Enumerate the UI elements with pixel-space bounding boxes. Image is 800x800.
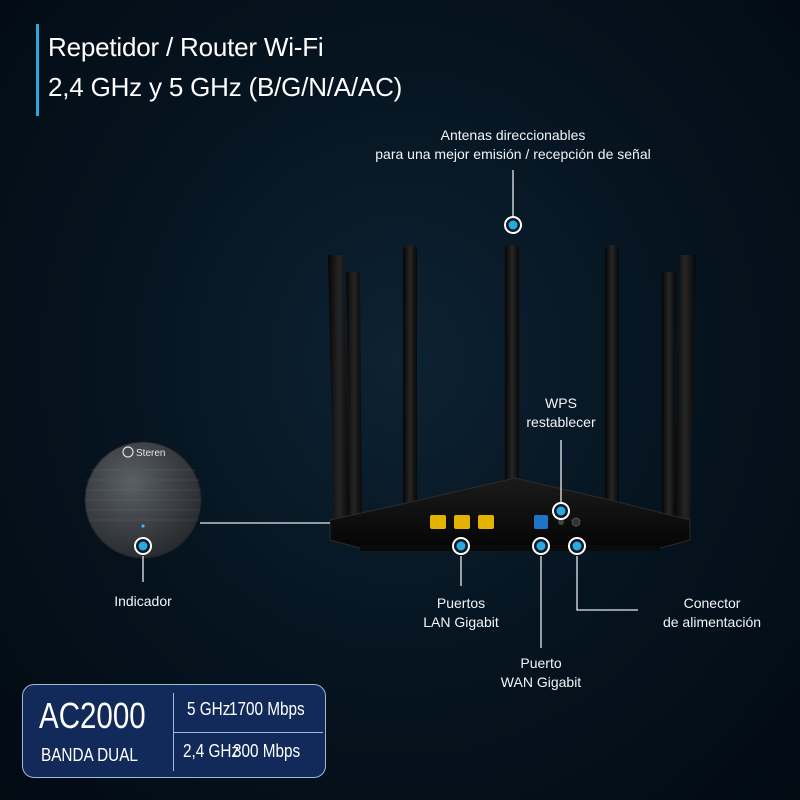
marker-indicator (134, 537, 152, 555)
power-jack (571, 517, 581, 527)
led-indicator (141, 524, 145, 528)
title-line-1: Repetidor / Router Wi-Fi (48, 32, 324, 62)
callout-wan-line2: WAN Gigabit (500, 674, 582, 690)
callout-lines (142, 170, 638, 648)
callout-antennas-line1: Antenas direccionables (440, 127, 586, 143)
antenna-right-inner (662, 272, 676, 530)
callout-antennas-line2: para una mejor emisión / recepción de se… (375, 146, 651, 162)
callout-power-line1: Conector (683, 595, 741, 611)
antenna-1 (403, 245, 417, 535)
wps-button (558, 519, 564, 525)
callout-wps-line1: WPS (545, 395, 577, 411)
antennas (328, 245, 696, 545)
title-line-2: 2,4 GHz y 5 GHz (B/G/N/A/AC) (48, 72, 403, 102)
steren-logo-icon (122, 446, 134, 458)
marker-power (568, 537, 586, 555)
lan-ports (430, 515, 494, 529)
antenna-3 (605, 245, 619, 535)
marker-wan (532, 537, 550, 555)
lan-port-1 (430, 515, 446, 529)
band-24ghz-speed: 300 Mbps (233, 741, 301, 761)
dual-band-label: BANDA DUAL (41, 745, 138, 765)
callout-power: Conector de alimentación (663, 594, 761, 632)
antenna-left-inner (346, 272, 362, 530)
antenna-right-outer (674, 255, 696, 530)
marker-antennas (504, 216, 522, 234)
callout-wan: Puerto WAN Gigabit (501, 654, 581, 692)
router-body (329, 477, 691, 549)
callout-wan-line1: Puerto (520, 655, 562, 671)
band-5ghz-freq: 5 GHz (187, 699, 231, 719)
band-5ghz-speed: 1700 Mbps (229, 699, 305, 719)
antenna-2 (505, 245, 519, 545)
marker-wps (552, 502, 570, 520)
lan-port-2 (454, 515, 470, 529)
callout-antennas: Antenas direccionables para una mejor em… (375, 126, 651, 164)
router-base (360, 545, 660, 551)
band-24ghz-freq: 2,4 GHz (183, 741, 240, 761)
callout-markers (134, 216, 586, 555)
callout-lan-line1: Puertos (436, 595, 486, 611)
callout-wps: WPS restablecer (526, 394, 595, 432)
callout-power-line2: de alimentación (662, 614, 762, 630)
badge-divider-horizontal (173, 732, 323, 733)
spec-badge: AC2000 BANDA DUAL 5 GHz 1700 Mbps 2,4 GH… (22, 684, 326, 778)
callout-lan: Puertos LAN Gigabit (423, 594, 498, 632)
callout-lan-line2: LAN Gigabit (423, 614, 499, 630)
antenna-left-outer (328, 255, 350, 530)
wan-port (534, 515, 548, 529)
callout-indicator: Indicador (114, 593, 172, 609)
lan-port-3 (478, 515, 494, 529)
callout-wps-line2: restablecer (526, 414, 596, 430)
marker-lan (452, 537, 470, 555)
model-name: AC2000 (39, 695, 146, 736)
brand-logo: Steren (136, 448, 165, 459)
title-accent-bar (36, 24, 39, 116)
